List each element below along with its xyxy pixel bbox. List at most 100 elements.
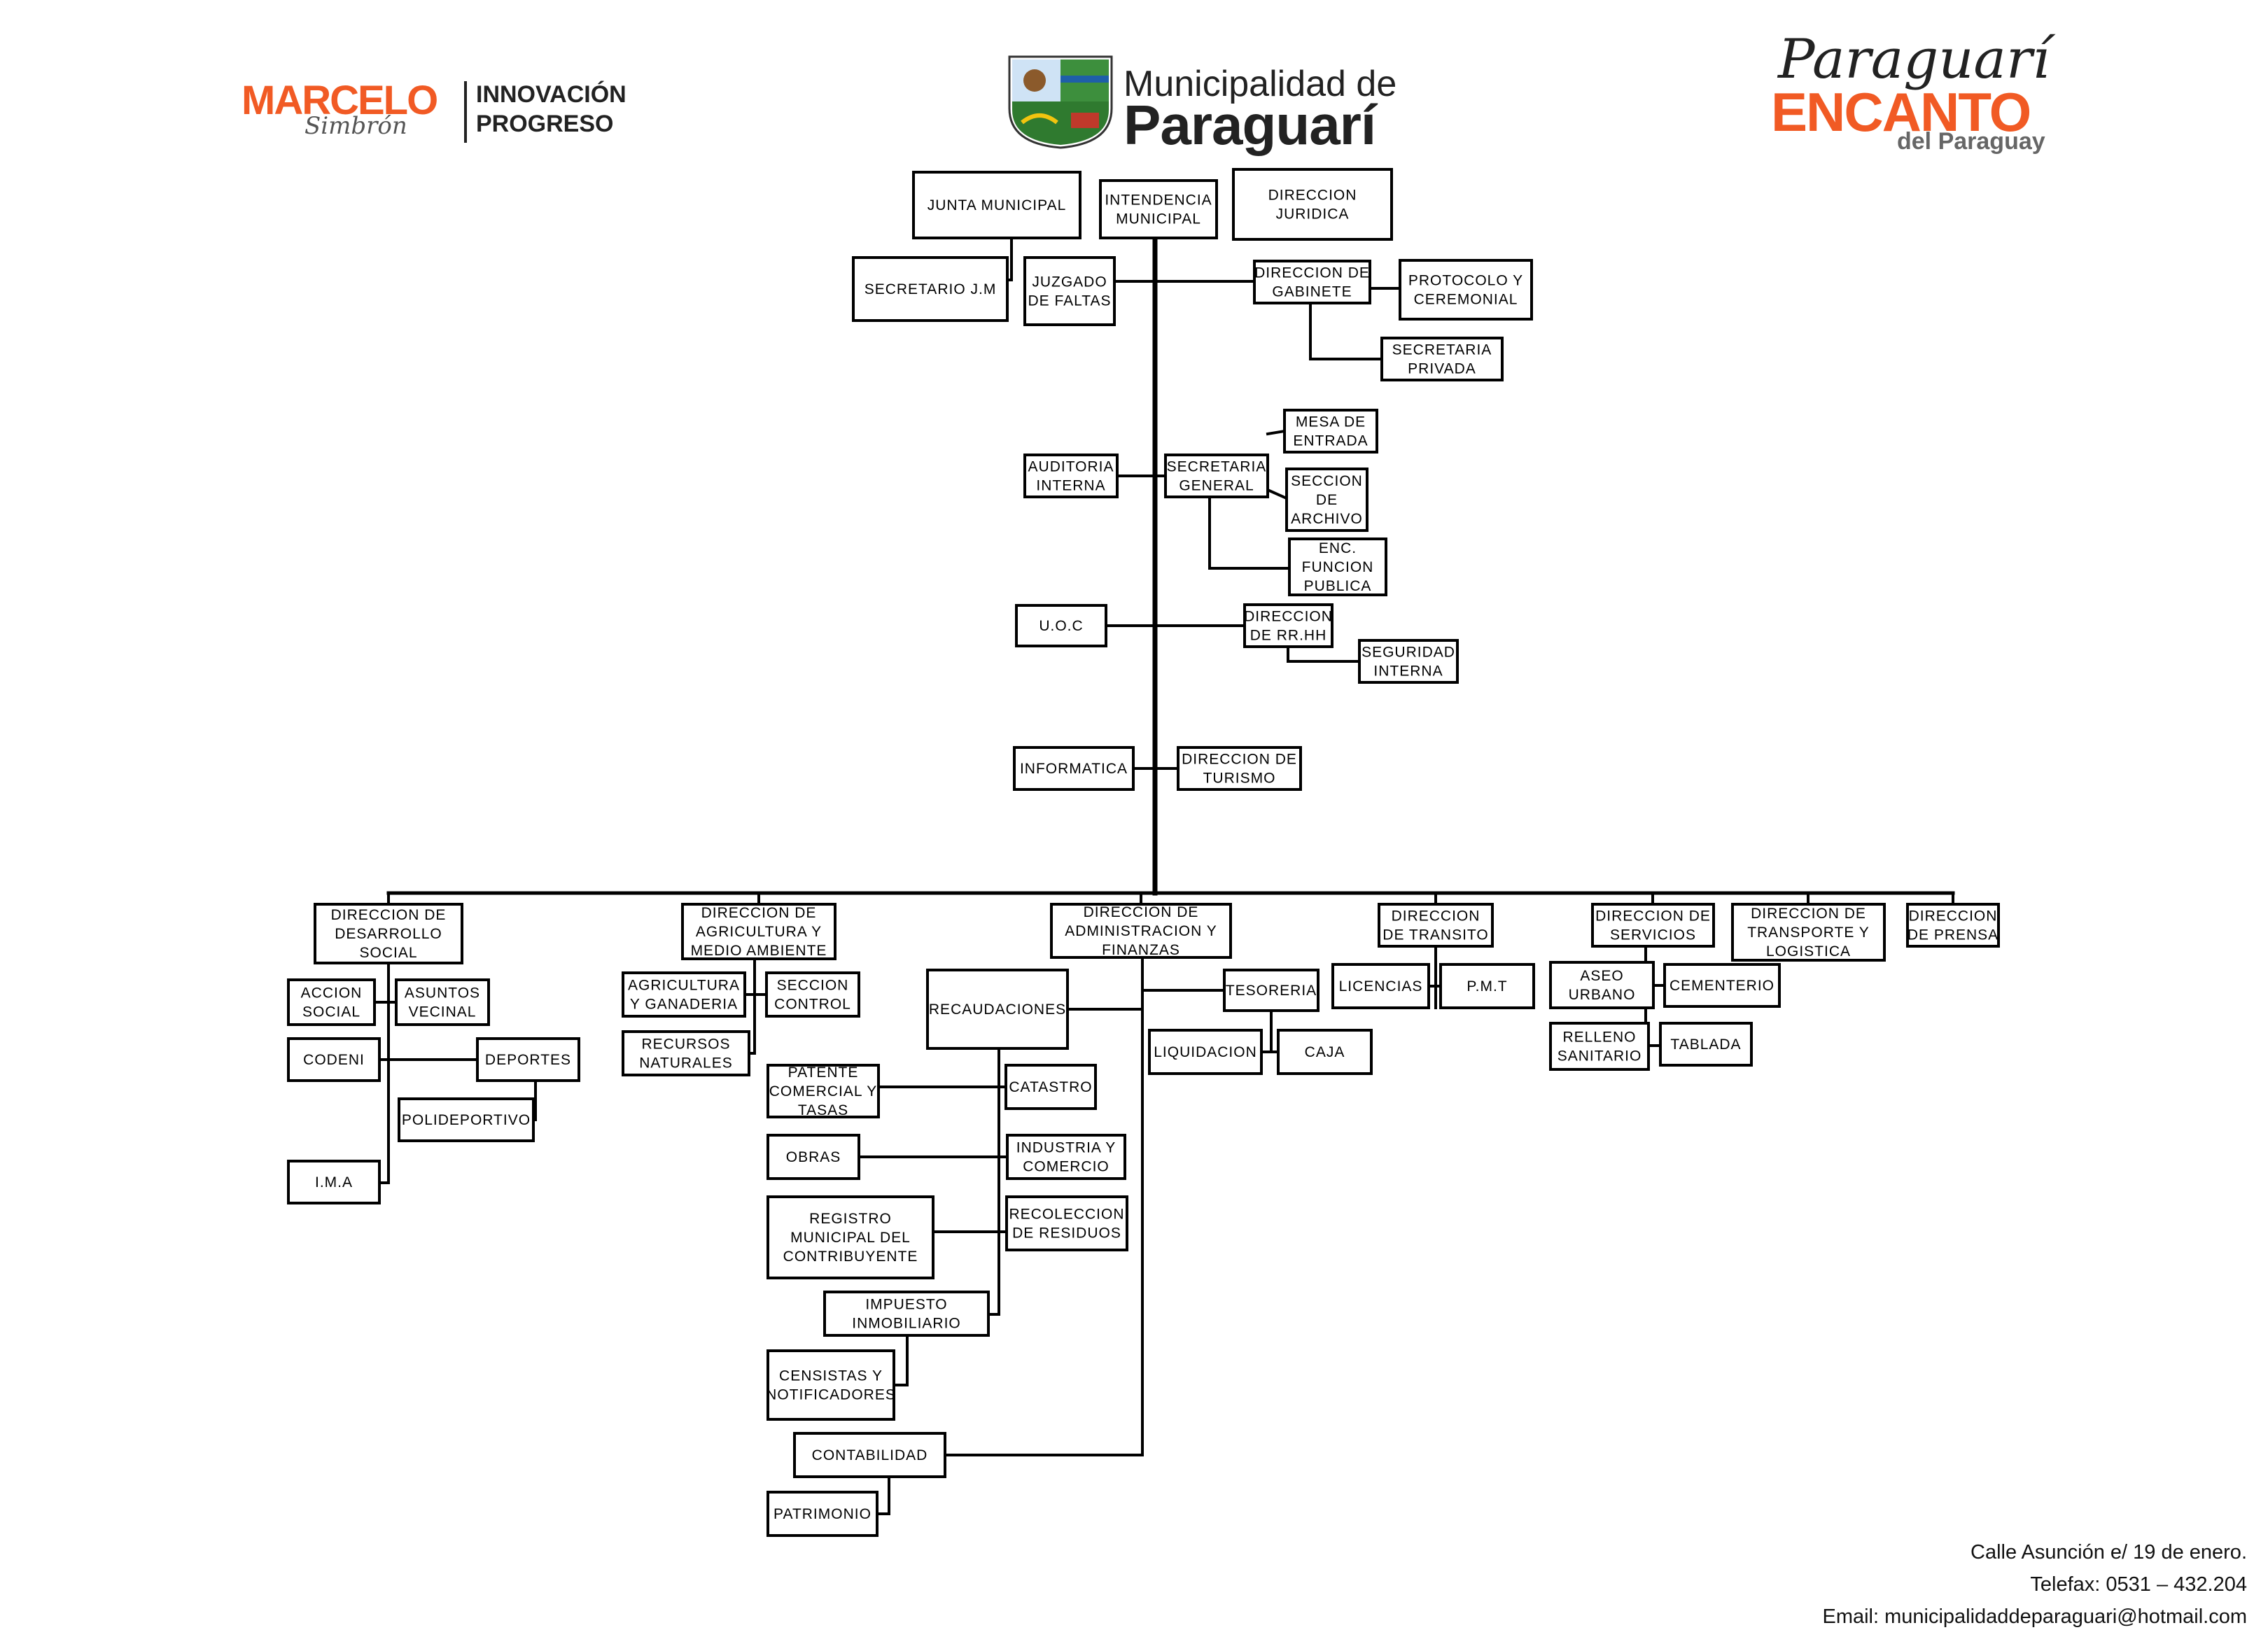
org-box-label: FUNCION (1302, 559, 1374, 575)
org-box-label: DE PRENSA (1907, 927, 1998, 943)
org-box-label: SERVICIOS (1610, 927, 1696, 943)
org-box-label: IMPUESTO (865, 1297, 947, 1313)
org-box-frame (622, 971, 746, 1018)
org-box-frame (1005, 1195, 1128, 1251)
org-box-label: POLIDEPORTIVO (402, 1112, 531, 1128)
org-box-label: DIRECCION DE (331, 907, 447, 923)
org-box-frame (681, 903, 836, 960)
org-box-label: CATASTRO (1009, 1079, 1092, 1095)
logo-encanto: ENCANTO (1771, 81, 2031, 143)
org-box-label: DEPORTES (485, 1052, 571, 1068)
org-box-frame (395, 978, 490, 1026)
org-box-contabilidad: CONTABILIDAD (793, 1432, 946, 1478)
org-box-label: MESA DE (1296, 414, 1366, 430)
org-box-label: CONTABILIDAD (812, 1447, 928, 1463)
org-box-frame (766, 1349, 895, 1421)
org-box-label: Y GANADERIA (630, 997, 738, 1013)
org-box-codeni: CODENI (287, 1037, 381, 1082)
logo-tag-progreso: PROGRESO (476, 111, 614, 137)
org-box-frame (912, 171, 1082, 239)
org-box-label: CONTRIBUYENTE (783, 1249, 918, 1265)
org-box-frame (1177, 746, 1302, 791)
org-box-label: ASUNTOS (405, 985, 480, 1002)
org-box-frame (1006, 1134, 1126, 1180)
org-box-intendencia: INTENDENCIA MUNICIPAL (1099, 179, 1218, 239)
org-box-frame (287, 1160, 381, 1204)
org-box-frame (793, 1432, 946, 1478)
footer-address: Calle Asunción e/ 19 de enero. (1970, 1541, 2247, 1564)
org-box-frame (1164, 454, 1269, 498)
org-box-label: SECRETARIA (1392, 342, 1492, 358)
marcelo-logo: MARCELO Simbrón INNOVACIÓN PROGRESO (241, 77, 662, 147)
org-box-label: PATRIMONIO (774, 1506, 872, 1522)
org-box-label: PUBLICA (1304, 578, 1372, 594)
org-box-funcion-publica: ENC. FUNCION PUBLICA (1288, 538, 1387, 596)
org-box-label: LIQUIDACION (1154, 1044, 1257, 1060)
org-box-label: DIRECCION DE (1751, 906, 1866, 922)
org-box-label: INTENDENCIA (1105, 192, 1212, 209)
org-box-label: URBANO (1569, 987, 1636, 1003)
connector-lines (373, 209, 1955, 1515)
org-box-frame (1591, 903, 1715, 948)
org-box-label: I.M.A (315, 1174, 353, 1190)
org-box-label: REGISTRO (809, 1211, 892, 1227)
org-box-frame (1223, 969, 1320, 1012)
org-box-liquidacion: LIQUIDACION (1148, 1029, 1263, 1075)
org-box-label: AGRICULTURA (628, 978, 740, 994)
org-box-label: INMOBILIARIO (852, 1316, 961, 1332)
org-box-label: ACCION (301, 985, 363, 1002)
org-box-label: NATURALES (639, 1055, 732, 1072)
org-box-frame (1023, 256, 1116, 326)
org-box-label: COMERCIAL Y (769, 1083, 878, 1099)
org-box-label: COMERCIO (1023, 1159, 1110, 1175)
org-box-frame (1023, 454, 1119, 498)
org-box-label: SOCIAL (359, 945, 417, 961)
org-box-label: CODENI (303, 1052, 365, 1068)
org-box-label: INDUSTRIA Y (1016, 1140, 1116, 1156)
logo-line-municipalidad: Municipalidad de (1124, 64, 1397, 104)
connector-line (1266, 429, 1287, 436)
org-box-frame (1906, 903, 2000, 948)
org-box-frame (1378, 903, 1494, 948)
org-box-label: AUDITORIA (1028, 459, 1114, 475)
coat-of-arms-icon (1008, 55, 1113, 149)
org-box-frame (398, 1097, 535, 1142)
footer-contact: Calle Asunción e/ 19 de enero. Telefax: … (1822, 1536, 2247, 1633)
org-box-label: ASEO (1580, 968, 1623, 984)
org-box-label: JUZGADO (1032, 274, 1107, 290)
org-box-patrimonio: PATRIMONIO (766, 1491, 878, 1537)
org-box-asuntos-vecinal: ASUNTOS VECINAL (395, 978, 490, 1026)
org-box-secretario-jm: SECRETARIO J.M (852, 256, 1009, 322)
org-box-tablada: TABLADA (1659, 1022, 1753, 1067)
org-box-frame (1731, 903, 1886, 962)
org-box-label: OBRAS (786, 1149, 841, 1165)
org-box-label: SECRETARIA (1167, 459, 1267, 475)
footer-telefax: Telefax: 0531 – 432.204 (2030, 1573, 2247, 1596)
org-box-label: MUNICIPAL (1116, 211, 1201, 227)
org-box-frame (1380, 337, 1504, 381)
org-box-label: JUNTA MUNICIPAL (927, 197, 1067, 213)
org-box-label: PROTOCOLO Y (1408, 273, 1523, 289)
org-box-frame (766, 1491, 878, 1537)
org-box-label: P.M.T (1466, 978, 1507, 995)
org-box-label: MUNICIPAL DEL (790, 1230, 911, 1246)
org-box-label: SEGURIDAD (1362, 645, 1455, 661)
org-box-label: SECCION (1291, 473, 1363, 489)
org-box-label: VECINAL (409, 1004, 477, 1020)
org-box-label: ENC. (1319, 540, 1357, 556)
org-box-label: SECRETARIO J.M (864, 281, 997, 297)
footer-email: Email: municipalidaddeparaguari@hotmail.… (1822, 1606, 2247, 1628)
org-box-frame (926, 969, 1069, 1050)
org-box-obras: OBRAS (766, 1134, 860, 1180)
org-box-frame (1253, 260, 1371, 304)
org-box-ima: I.M.A (287, 1160, 381, 1204)
org-box-informatica: INFORMATICA (1013, 746, 1135, 791)
org-box-label: TESORERIA (1226, 983, 1317, 999)
